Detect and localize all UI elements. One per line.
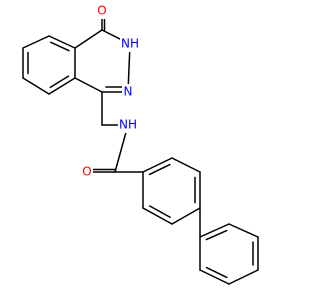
bond-c4a-c4	[74, 29, 103, 49]
bond-b1-b2-inner	[50, 41, 70, 52]
bond-p2-p3	[171, 157, 201, 173]
bond-p1-p2-inner	[148, 163, 171, 176]
atom-label-nh: NH	[121, 37, 139, 51]
bond-p1-p2	[142, 157, 173, 173]
atom-label-mask	[118, 117, 138, 133]
atom-label-mask	[81, 164, 93, 180]
atom-label-mask	[96, 3, 108, 19]
bond-b1-b2	[48, 35, 76, 49]
bond-p4-p5	[171, 207, 201, 225]
bond-q1-q2-inner	[205, 229, 228, 241]
bond-b4-b5	[22, 77, 50, 95]
molecule-diagram: O NH N NH O	[22, 3, 259, 285]
atom-label-mask	[122, 84, 134, 100]
atom-label-mask	[120, 36, 140, 52]
atom-label-n2: N	[124, 85, 133, 99]
bond-layer	[22, 10, 259, 285]
bond-q5-q6	[199, 269, 230, 285]
atom-label-amide_nh: NH	[119, 118, 137, 132]
bond-c1-c8a	[74, 77, 103, 93]
bond-q5-q6-inner	[205, 266, 228, 279]
bond-b5-b6	[48, 77, 76, 95]
atom-label-o2: O	[82, 165, 91, 179]
bond-p5-p6-inner	[149, 205, 171, 218]
bond-q2-q3	[228, 223, 259, 238]
atom-label-o1: O	[97, 4, 106, 18]
bond-q1-q2	[199, 223, 230, 238]
atom-label-layer: O NH N NH O	[81, 3, 140, 180]
bond-q4-q5	[228, 269, 259, 285]
bond-p5-p6	[142, 207, 173, 225]
bond-b5-b6-inner	[49, 75, 70, 89]
bond-b2-b3	[22, 35, 50, 49]
